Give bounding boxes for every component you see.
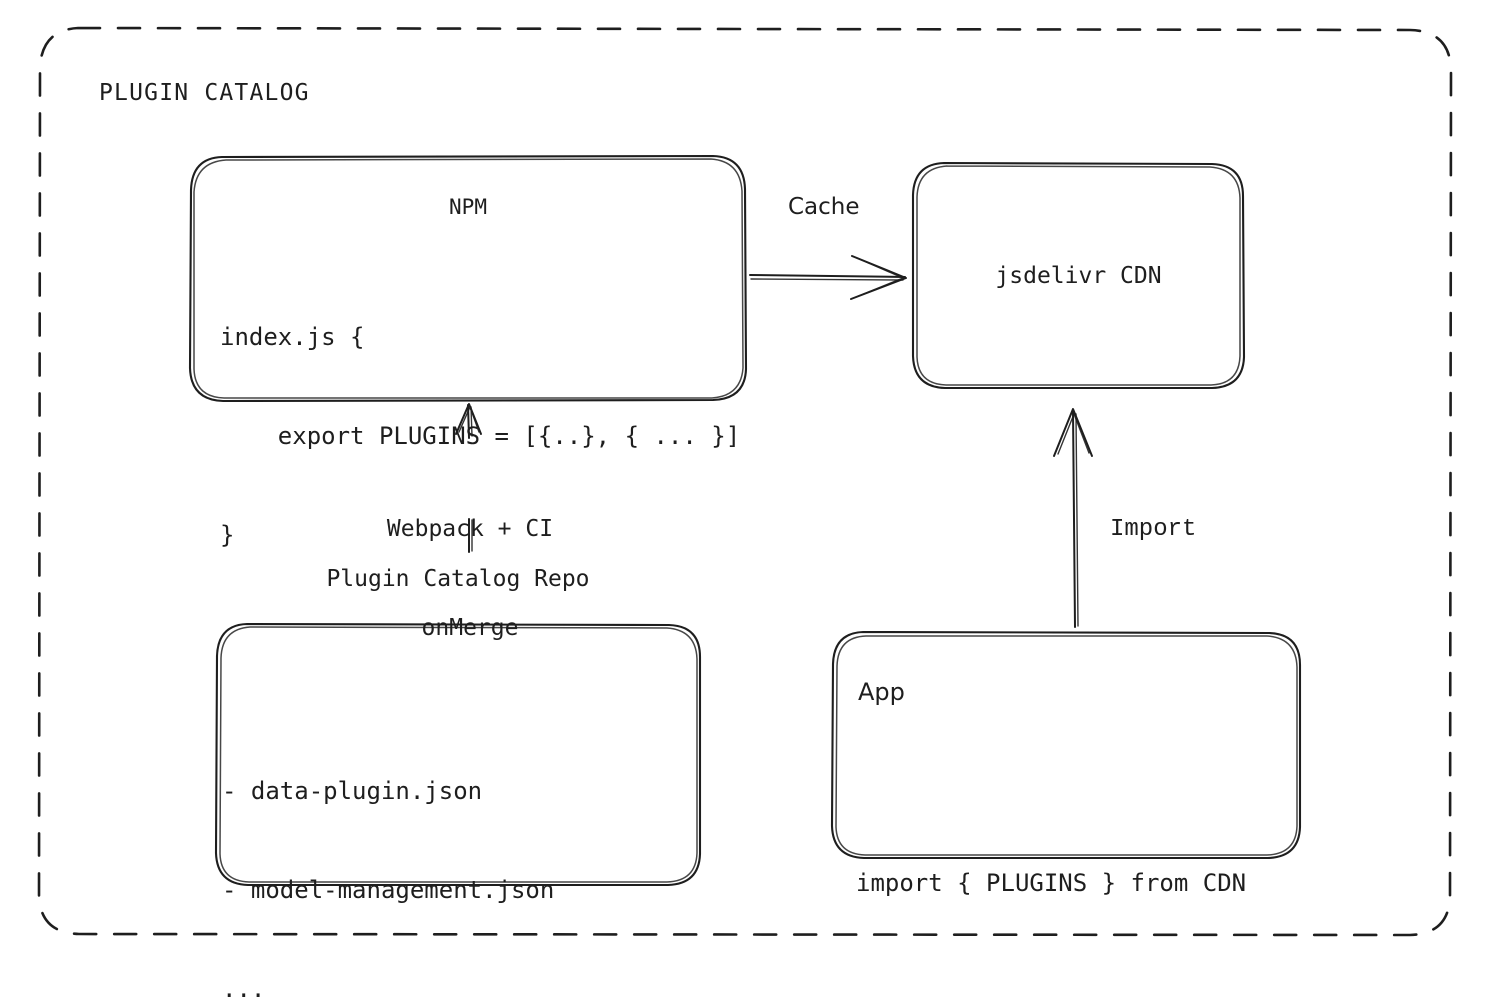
repo-file-item: - model-management.json bbox=[222, 876, 555, 904]
webpack-ci-edge-label-line: onMerge bbox=[421, 615, 519, 641]
webpack-ci-edge-label: Webpack + CI onMerge bbox=[340, 447, 600, 711]
cache-arrow bbox=[749, 255, 907, 300]
npm-code-line: } bbox=[220, 521, 235, 549]
repo-file-list: - data-plugin.json - model-management.js… bbox=[222, 709, 554, 1002]
npm-code-block: index.js { export PLUGINS = [{..}, { ...… bbox=[220, 255, 740, 618]
import-edge-label: Import bbox=[1110, 516, 1197, 543]
cache-edge-label: Cache bbox=[788, 194, 860, 220]
repo-file-item: ... bbox=[222, 975, 266, 1002]
app-code-line: import { PLUGINS } from CDN bbox=[856, 869, 1247, 897]
plugin-catalog-title: PLUGIN CATALOG bbox=[99, 80, 310, 106]
npm-node-title: NPM bbox=[449, 195, 487, 219]
app-node-title: App bbox=[858, 678, 905, 706]
webpack-ci-edge-label-line: Webpack + CI bbox=[386, 516, 554, 542]
import-arrow bbox=[1053, 408, 1093, 628]
app-code-block: import { PLUGINS } from CDN PLUGINS.forE… bbox=[856, 738, 1246, 1002]
repo-file-item: - data-plugin.json bbox=[222, 777, 483, 805]
npm-code-line: export PLUGINS = [{..}, { ... }] bbox=[220, 422, 741, 450]
cdn-node-title: jsdelivr CDN bbox=[995, 263, 1162, 289]
repo-node-title: Plugin Catalog Repo bbox=[326, 566, 590, 592]
npm-code-line: index.js { bbox=[220, 323, 365, 351]
